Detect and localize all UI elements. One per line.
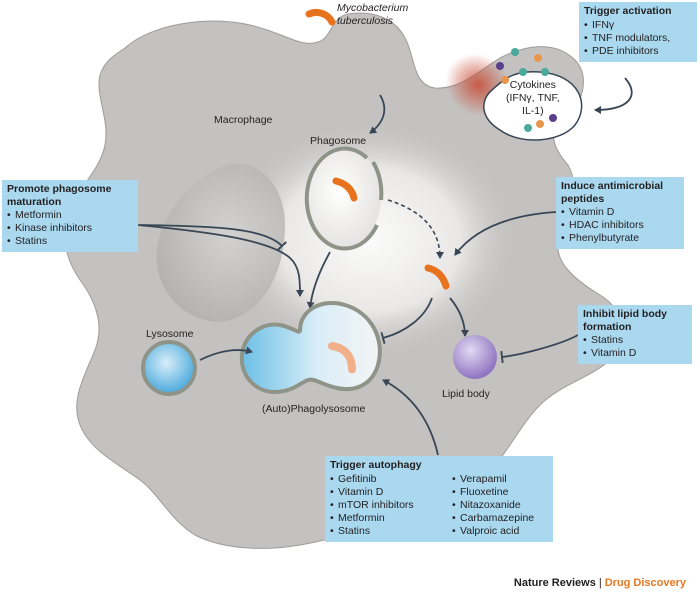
list-item: Statins (330, 525, 440, 538)
label-lipid-body: Lipid body (442, 388, 490, 400)
label-phagolysosome: (Auto)Phagolysosome (262, 403, 366, 415)
box-title: Promote phagosome maturation (7, 183, 112, 208)
arrow-antimicrobial (454, 211, 557, 256)
list-item: Vitamin D (583, 347, 687, 360)
list-item: Statins (583, 334, 687, 347)
box-trigger-activation: Trigger activation IFNγ TNF modulators, … (579, 2, 697, 62)
bacterium-outside-icon (305, 8, 336, 26)
list-item: Metformin (7, 209, 133, 222)
arrow-autophagy (382, 379, 439, 456)
list-item: Vitamin D (330, 486, 440, 499)
list-item: Valproic acid (452, 525, 534, 538)
cytoplasm-glow (220, 120, 520, 360)
list-item: Fluoxetine (452, 486, 534, 499)
arrow-maturation (306, 251, 331, 309)
box-antimicrobial: Induce antimicrobial peptides Vitamin D … (556, 177, 684, 249)
box-title: Trigger activation (584, 5, 672, 17)
label-phagosome: Phagosome (310, 135, 367, 147)
box-title: Induce antimicrobial peptides (561, 180, 664, 205)
list-item: mTOR inhibitors (330, 499, 440, 512)
arrow-escape (387, 199, 444, 259)
list-item: Statins (7, 235, 133, 248)
box-title: Inhibit lipid body formation (583, 308, 667, 333)
box-title: Trigger autophagy (330, 459, 422, 471)
lipid-body (453, 335, 497, 379)
list-item: Metformin (330, 512, 440, 525)
arrow-to-lipid (449, 297, 469, 337)
credit-separator: | (598, 577, 602, 589)
box-autophagy: Trigger autophagy Gefitinib Vitamin D mT… (325, 456, 553, 542)
list-item: Vitamin D (561, 206, 679, 219)
phagosome-membrane (304, 146, 379, 251)
label-bacterium: Mycobacterium tuberculosis (337, 2, 409, 27)
inhibit-lipid (500, 334, 579, 364)
list-item: Carbamazepine (452, 512, 534, 525)
list-item: HDAC inhibitors (561, 219, 679, 232)
box-lipid-body: Inhibit lipid body formation Statins Vit… (578, 305, 692, 364)
bacterium-degraded-icon (328, 342, 356, 374)
list-item: PDE inhibitors (584, 45, 692, 58)
inhibit-nucleus (139, 224, 288, 251)
phagosome (305, 147, 381, 247)
box-promote-maturation: Promote phagosome maturation Metformin K… (2, 180, 138, 252)
journal-credit: Nature Reviews|Drug Discovery (514, 577, 686, 589)
cytokine-bubble (483, 70, 583, 141)
publisher-name: Nature Reviews (513, 577, 596, 589)
lysosome (141, 340, 197, 396)
arrow-uptake (369, 94, 386, 134)
list-item: IFNγ (584, 19, 692, 32)
list-item: Phenylbutyrate (561, 232, 679, 245)
nucleus (156, 163, 285, 322)
cytokine-dots (496, 48, 557, 132)
bacterium-phagosome-icon (332, 177, 358, 202)
arrow-trigger-activation (594, 77, 633, 114)
list-item: Gefitinib (330, 473, 440, 486)
arrow-lysosome-fusion (199, 346, 253, 361)
list-item: Kinase inhibitors (7, 222, 133, 235)
list-item: Verapamil (452, 473, 534, 486)
bacterium-cytosolic-icon (424, 264, 450, 290)
list-item: TNF modulators, (584, 32, 692, 45)
list-item: Nitazoxanide (452, 499, 534, 512)
inhibit-maturation (137, 224, 304, 297)
phagolysosome (239, 301, 382, 395)
label-lysosome: Lysosome (146, 328, 194, 340)
journal-name: Drug Discovery (604, 577, 686, 589)
label-cytokines: Cytokines (IFNγ, TNF, IL-1) (506, 79, 560, 117)
label-macrophage: Macrophage (214, 114, 273, 126)
inhibit-escape (380, 297, 433, 345)
